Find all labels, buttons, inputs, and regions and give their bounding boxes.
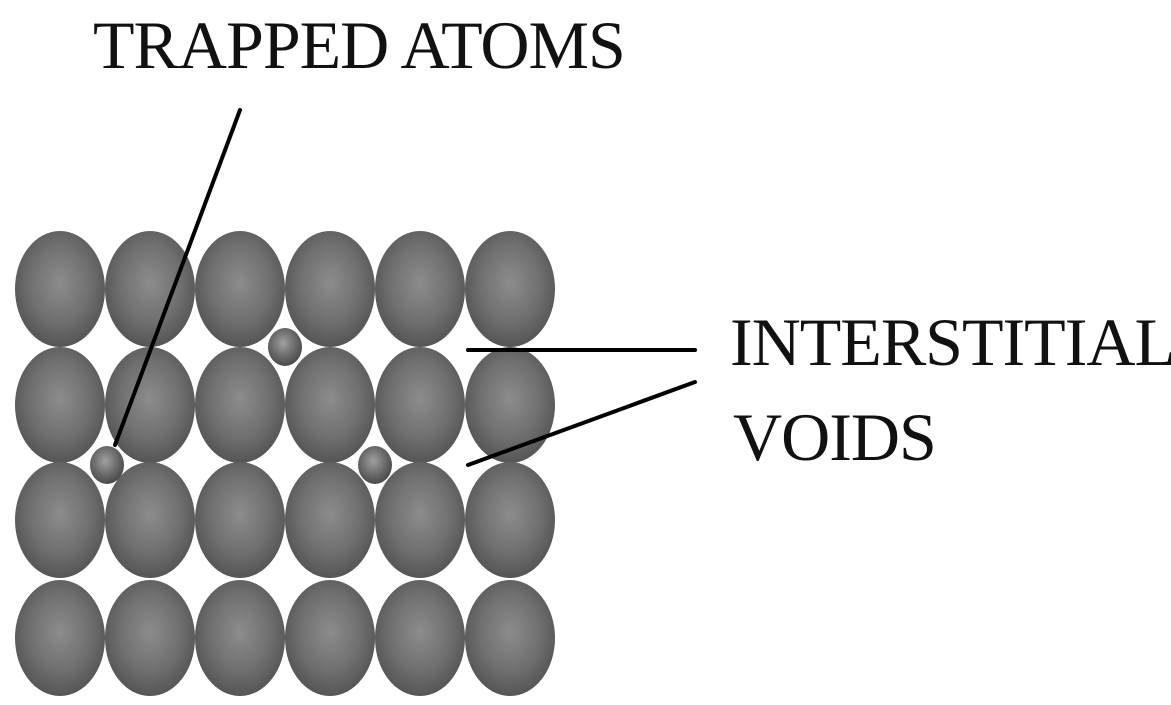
trapped-atom (358, 446, 392, 484)
host-atom (465, 580, 555, 696)
host-atom (195, 580, 285, 696)
host-atom (15, 462, 105, 578)
host-atom (285, 580, 375, 696)
trapped-atom (90, 446, 124, 484)
host-atom (375, 462, 465, 578)
host-atom (465, 231, 555, 347)
host-atom (105, 462, 195, 578)
trapped-atoms-leader-line (113, 108, 242, 447)
host-atom (15, 231, 105, 347)
host-atom (15, 347, 105, 463)
host-atom (195, 231, 285, 347)
host-atom (285, 462, 375, 578)
interstitial-voids-label-line2: VOIDS (733, 399, 936, 475)
trapped-atoms-group (90, 328, 392, 484)
host-atom (285, 231, 375, 347)
host-atom (285, 347, 375, 463)
host-atom (195, 462, 285, 578)
trapped-atom (268, 328, 302, 366)
interstitial-leader-line-lower (466, 380, 697, 467)
host-atom-lattice (15, 231, 555, 696)
host-atom (105, 231, 195, 347)
host-atom (375, 580, 465, 696)
host-atom (105, 347, 195, 463)
host-atom (465, 462, 555, 578)
host-atom (195, 347, 285, 463)
trapped-atoms-label: TRAPPED ATOMS (93, 7, 625, 83)
host-atom (105, 580, 195, 696)
host-atom (465, 347, 555, 463)
host-atom (375, 347, 465, 463)
host-atom (375, 231, 465, 347)
interstitial-voids-label-line1: INTERSTITIAL (730, 304, 1171, 380)
host-atom (15, 580, 105, 696)
